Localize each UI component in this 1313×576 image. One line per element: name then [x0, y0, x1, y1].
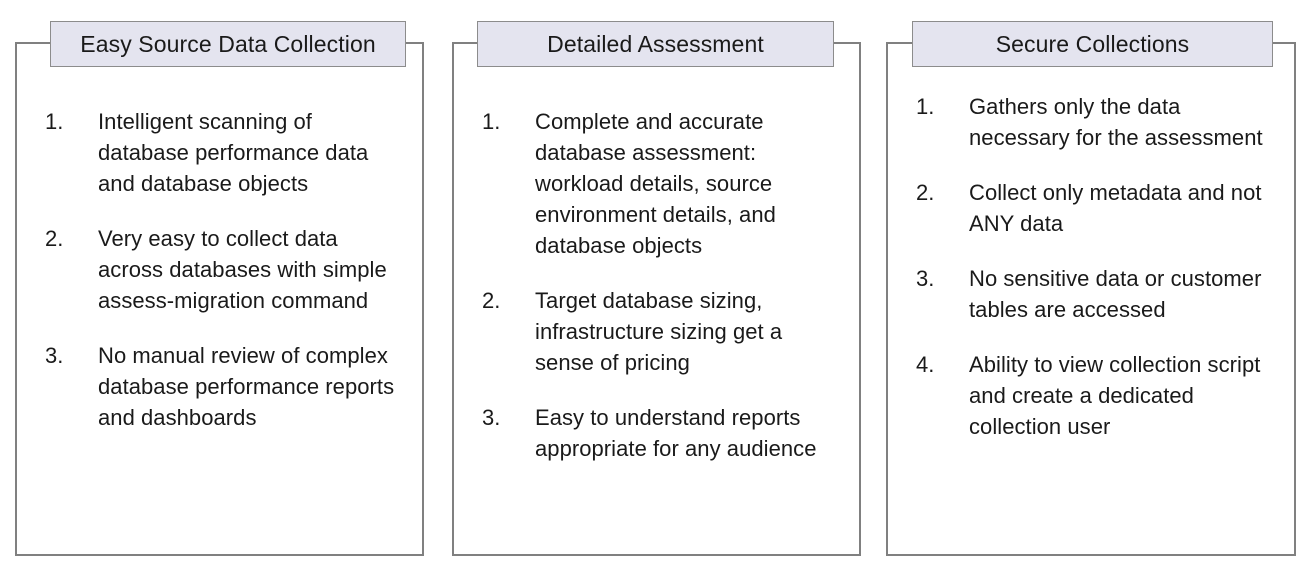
list-item-text: Very easy to collect data across databas… [98, 226, 387, 313]
panel-top-border-stub-left [452, 42, 479, 44]
panel-top-border-stub-right [831, 42, 861, 44]
list-item-text: Ability to view collection script and cr… [969, 352, 1261, 439]
list-item: 3. Easy to understand reports appropriat… [482, 402, 849, 464]
list-item-text: Complete and accurate database assessmen… [535, 109, 776, 258]
list-item: 1. Intelligent scanning of database perf… [45, 106, 412, 199]
panel-body: 1. Complete and accurate database assess… [454, 44, 859, 554]
list-item-text: Target database sizing, infrastructure s… [535, 288, 783, 375]
list-item-text: Collect only metadata and not ANY data [969, 180, 1262, 236]
list-item-number: 3. [916, 266, 935, 291]
list-item-number: 2. [916, 180, 935, 205]
list-item-number: 2. [45, 226, 64, 251]
list-item: 4. Ability to view collection script and… [916, 349, 1284, 442]
list-item-text: Intelligent scanning of database perform… [98, 109, 369, 196]
list-item-text: Easy to understand reports appropriate f… [535, 405, 817, 461]
panel-top-border-stub-left [15, 42, 54, 44]
list-item: 3. No sensitive data or customer tables … [916, 263, 1284, 325]
list-item-text: Gathers only the data necessary for the … [969, 94, 1263, 150]
list-item: 2. Target database sizing, infrastructur… [482, 285, 849, 378]
panel-easy-source-data-collection: 1. Intelligent scanning of database perf… [15, 42, 424, 556]
panel-header-secure-collections: Secure Collections [912, 21, 1273, 67]
panel-top-border-stub-right [403, 42, 424, 44]
list-item-number: 1. [482, 109, 501, 134]
list-item-number: 3. [45, 343, 64, 368]
list-item: 2. Collect only metadata and not ANY dat… [916, 177, 1284, 239]
list-item-number: 1. [916, 94, 935, 119]
panel-title: Easy Source Data Collection [80, 30, 376, 57]
list-item-number: 4. [916, 352, 935, 377]
panel-top-border-stub-left [886, 42, 914, 44]
list-item: 1. Gathers only the data necessary for t… [916, 91, 1284, 153]
panel-title: Secure Collections [995, 30, 1190, 57]
panel-secure-collections: 1. Gathers only the data necessary for t… [886, 42, 1296, 556]
list-item-text: No manual review of complex database per… [98, 343, 395, 430]
list-item-number: 3. [482, 405, 501, 430]
panel-header-easy-source-data-collection: Easy Source Data Collection [50, 21, 406, 67]
list-item-number: 2. [482, 288, 501, 313]
list-item-number: 1. [45, 109, 64, 134]
panel-body: 1. Intelligent scanning of database perf… [17, 44, 422, 554]
list-item: 2. Very easy to collect data across data… [45, 223, 412, 316]
panel-body: 1. Gathers only the data necessary for t… [888, 44, 1294, 554]
panel-header-detailed-assessment: Detailed Assessment [477, 21, 834, 67]
list-item: 1. Complete and accurate database assess… [482, 106, 849, 261]
list-item: 3. No manual review of complex database … [45, 340, 412, 433]
panel-title: Detailed Assessment [547, 30, 764, 57]
panel-detailed-assessment: 1. Complete and accurate database assess… [452, 42, 861, 556]
list-item-text: No sensitive data or customer tables are… [969, 266, 1262, 322]
panel-top-border-stub-right [1270, 42, 1296, 44]
